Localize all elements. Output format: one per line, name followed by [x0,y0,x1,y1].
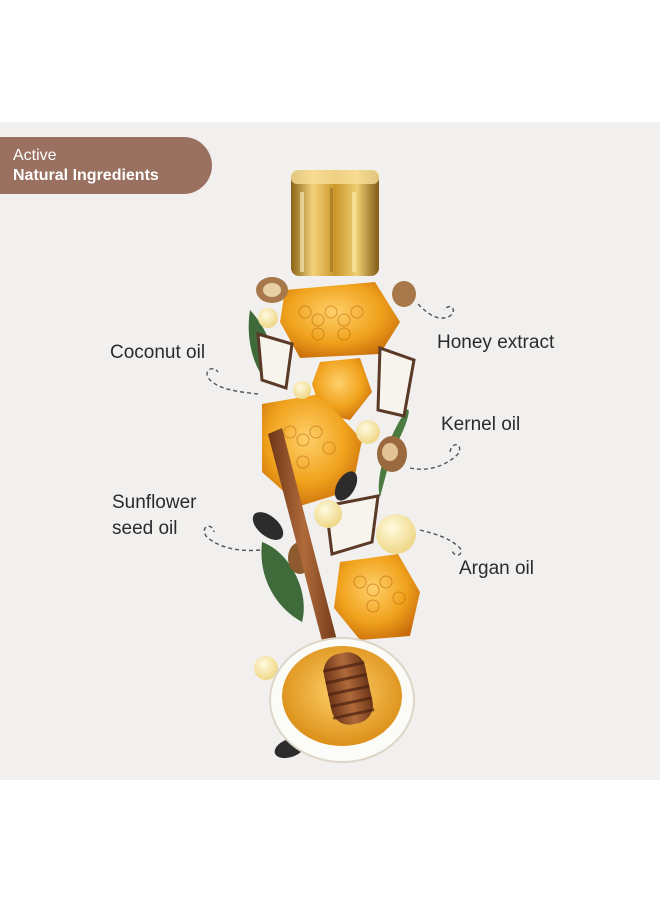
arrow-argan-icon [419,529,462,556]
sunflower-seeds [252,471,358,759]
label-coconut-oil: Coconut oil [110,342,206,363]
gold-cap [291,170,379,276]
active-ingredients-badge: Active Natural Ingredients [0,137,212,194]
arrow-honey-icon [417,303,454,319]
label-kernel-oil: Kernel oil [441,414,521,435]
arrow-sunflower-icon [203,525,261,552]
arrow-coconut-icon [206,368,259,395]
badge-title: Active [13,147,57,164]
label-honey-extract: Honey extract [437,332,555,353]
label-sunflower-seed-oil: Sunflower seed oil [112,492,197,539]
honey-dipper [268,428,340,656]
arrow-kernel-icon [409,444,461,470]
ingredient-bottle-illustration [203,170,462,763]
label-argan-oil: Argan oil [459,558,534,579]
oil-droplets [254,308,416,680]
pointer-arrows [203,303,462,556]
honeycomb-pieces [262,282,420,640]
product-panel: Active Natural Ingredients Coconut oil H… [0,122,660,780]
honey-bowl [269,637,415,763]
badge-subtitle: Natural Ingredients [13,167,159,184]
